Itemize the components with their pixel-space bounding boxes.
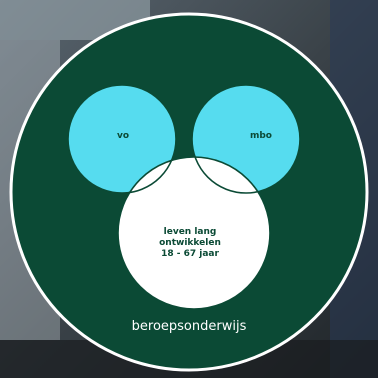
- label-vo: vo: [116, 131, 130, 141]
- label-leven-lang-line-2: ontwikkelen: [159, 238, 221, 248]
- label-leven-lang: leven lang ontwikkelen 18 - 67 jaar: [140, 227, 240, 260]
- label-mbo: mbo: [249, 131, 272, 141]
- set-circle-vo: [68, 85, 176, 193]
- set-outline-vo: [67, 84, 177, 194]
- set-outline-mbo: [191, 84, 301, 194]
- label-leven-lang-line-1: leven lang: [163, 227, 217, 237]
- set-outline-leven-lang: [117, 156, 271, 310]
- label-leven-lang-line-3: 18 - 67 jaar: [161, 249, 219, 259]
- set-circle-leven-lang: [118, 157, 270, 309]
- container-label: beroepsonderwijs: [131, 319, 247, 334]
